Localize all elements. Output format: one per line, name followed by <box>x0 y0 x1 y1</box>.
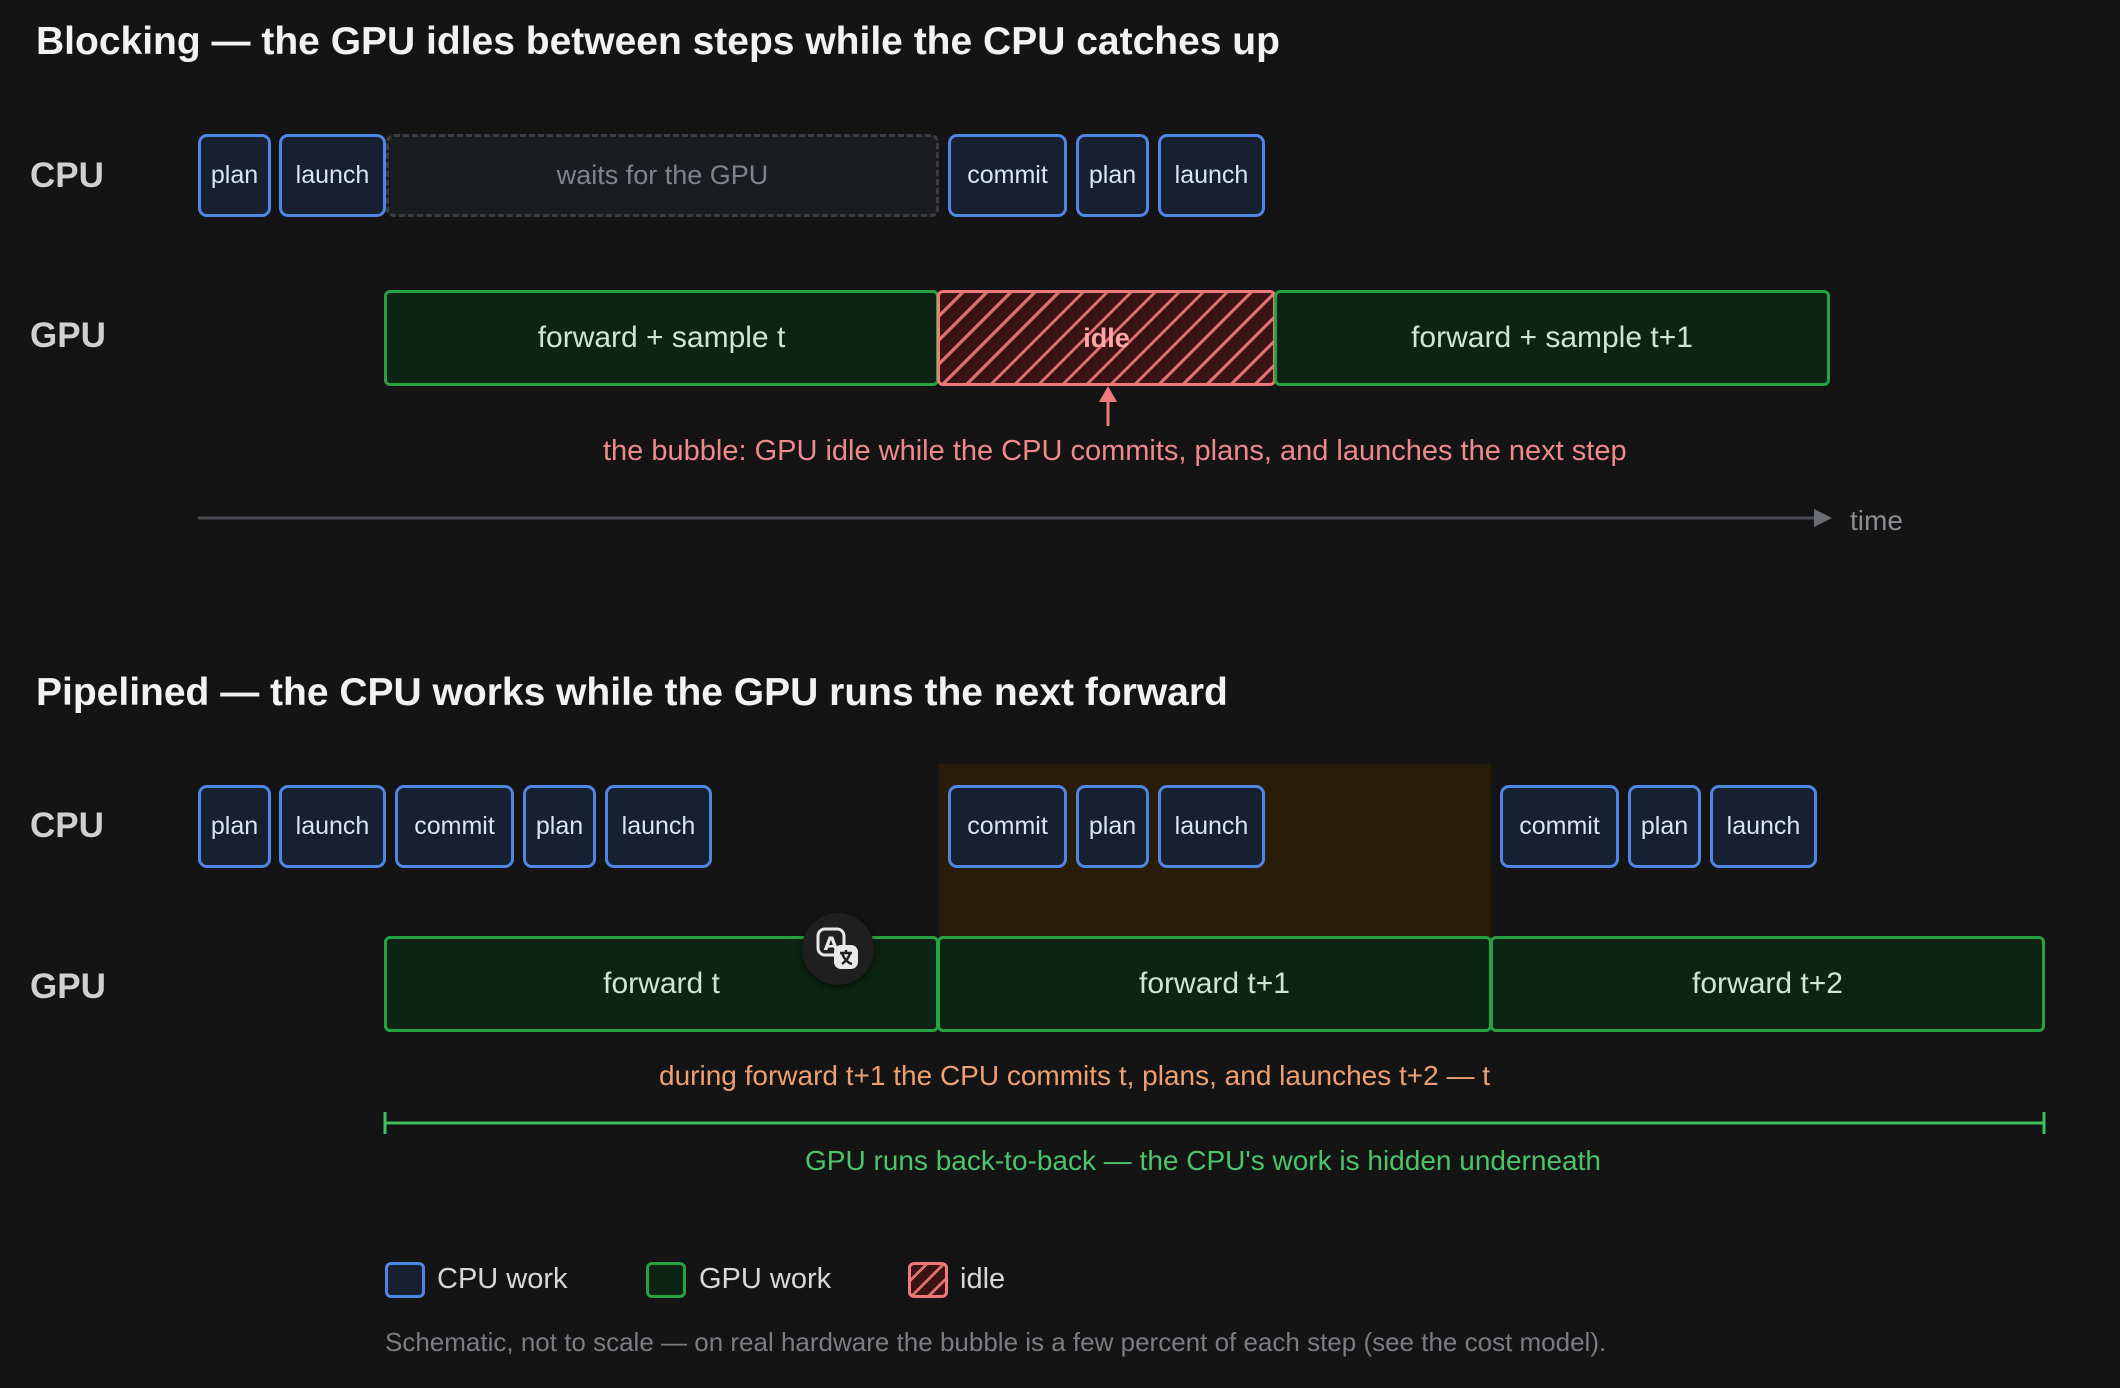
span-note: GPU runs back-to-back — the CPU's work i… <box>805 1145 1601 1176</box>
pipelined-cpu-plan-2: plan <box>523 785 596 868</box>
blocking-gpu-forward-t: forward + sample t <box>384 290 939 386</box>
pipelined-cpu-commit-2: commit <box>948 785 1067 868</box>
blocking-cpu-plan: plan <box>198 134 271 217</box>
pipelined-title: Pipelined — the CPU works while the GPU … <box>36 671 1228 714</box>
pipelined-cpu-plan-4: plan <box>1628 785 1701 868</box>
blocking-cpu-plan-2: plan <box>1076 134 1149 217</box>
translate-button[interactable]: A <box>802 913 874 985</box>
pipelined-cpu-label: CPU <box>30 806 104 845</box>
blocking-gpu-idle: idle <box>937 290 1276 386</box>
pipelined-cpu-plan-3: plan <box>1076 785 1149 868</box>
blocking-gpu-forward-t1: forward + sample t+1 <box>1274 290 1830 386</box>
pipelined-cpu-launch-4: launch <box>1710 785 1817 868</box>
pipelined-cpu-commit: commit <box>395 785 514 868</box>
pipelined-cpu-plan: plan <box>198 785 271 868</box>
blocking-gpu-label: GPU <box>30 316 106 355</box>
overlap-note: during forward t+1 the CPU commits t, pl… <box>659 1060 1491 1091</box>
legend-cpu-label: CPU work <box>437 1263 568 1295</box>
blocking-cpu-launch: launch <box>279 134 386 217</box>
pipelined-cpu-launch-2: launch <box>605 785 712 868</box>
pipelined-gpu-forward-t1: forward t+1 <box>937 936 1492 1032</box>
blocking-cpu-waits: waits for the GPU <box>386 134 939 217</box>
bubble-arrow-icon <box>1099 386 1117 426</box>
pipelined-cpu-launch-3: launch <box>1158 785 1265 868</box>
time-label: time <box>1850 505 1903 536</box>
bubble-note: the bubble: GPU idle while the CPU commi… <box>603 435 1627 467</box>
blocking-cpu-commit: commit <box>948 134 1067 217</box>
footnote: Schematic, not to scale — on real hardwa… <box>385 1327 1607 1357</box>
legend-cpu-swatch <box>385 1262 425 1298</box>
pipelined-gpu-forward-t2: forward t+2 <box>1490 936 2045 1032</box>
legend-gpu-swatch <box>646 1262 686 1298</box>
pipelined-gpu-label: GPU <box>30 967 106 1006</box>
pipelined-gpu-forward-t: forward t <box>384 936 939 1032</box>
legend-idle-swatch <box>908 1262 948 1298</box>
translate-icon: A <box>816 927 858 969</box>
legend-idle-label: idle <box>960 1263 1006 1295</box>
legend-gpu-label: GPU work <box>699 1263 832 1295</box>
blocking-cpu-launch-2: launch <box>1158 134 1265 217</box>
time-axis <box>198 509 1832 527</box>
pipelined-cpu-launch: launch <box>279 785 386 868</box>
blocking-cpu-label: CPU <box>30 156 104 195</box>
gpu-span-bracket <box>383 1112 2046 1134</box>
blocking-title: Blocking — the GPU idles between steps w… <box>36 20 1280 63</box>
pipelined-cpu-commit-3: commit <box>1500 785 1619 868</box>
